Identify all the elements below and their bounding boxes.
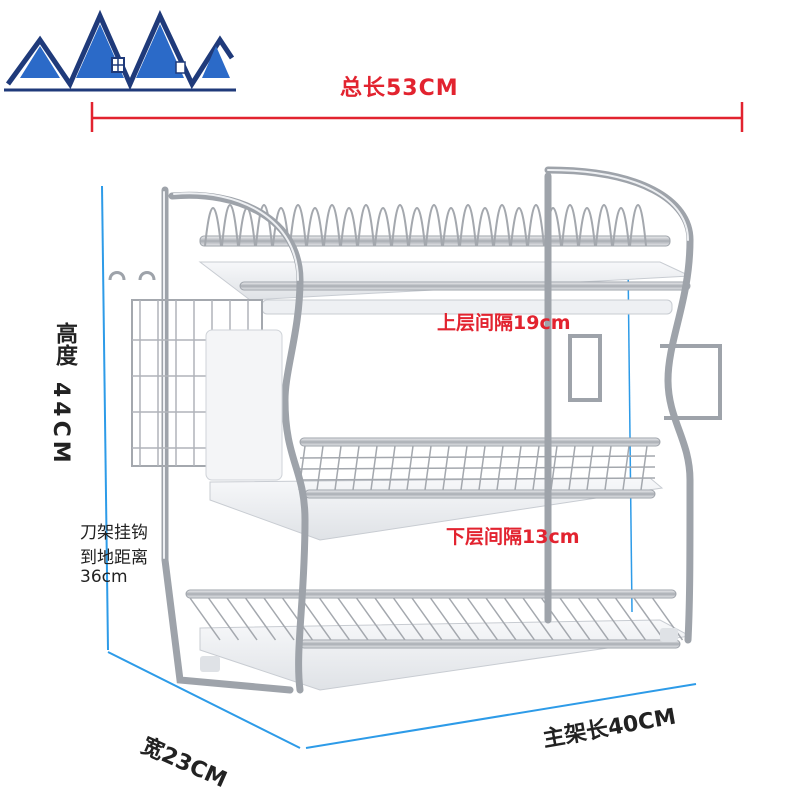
knife-hook-label-line3: 36cm — [80, 567, 128, 587]
lower-tier — [185, 589, 692, 691]
knife-hook-label-line1: 刀架挂钩 — [80, 523, 148, 543]
lower-gap-label: 下层间隔13cm — [446, 526, 580, 548]
side-hanger — [568, 334, 722, 420]
width-dimension-line — [107, 651, 301, 749]
total-length-label: 总长53CM — [340, 76, 459, 101]
gap-dimension-line — [627, 261, 633, 613]
rack-feet — [200, 628, 678, 672]
total-length-line — [90, 102, 744, 132]
upper-tier — [198, 204, 691, 315]
upper-gap-label: 上层间隔19cm — [437, 312, 571, 334]
height-label-line2: 44CM — [48, 382, 73, 467]
knife-holder-basket — [108, 271, 283, 481]
house-roofs-logo-icon — [4, 9, 236, 96]
height-label-line1: 高度 — [52, 322, 77, 366]
knife-hook-label-line2: 到地距离 — [80, 548, 148, 568]
main-length-dimension-line — [305, 683, 697, 749]
height-dimension-line — [101, 185, 109, 651]
